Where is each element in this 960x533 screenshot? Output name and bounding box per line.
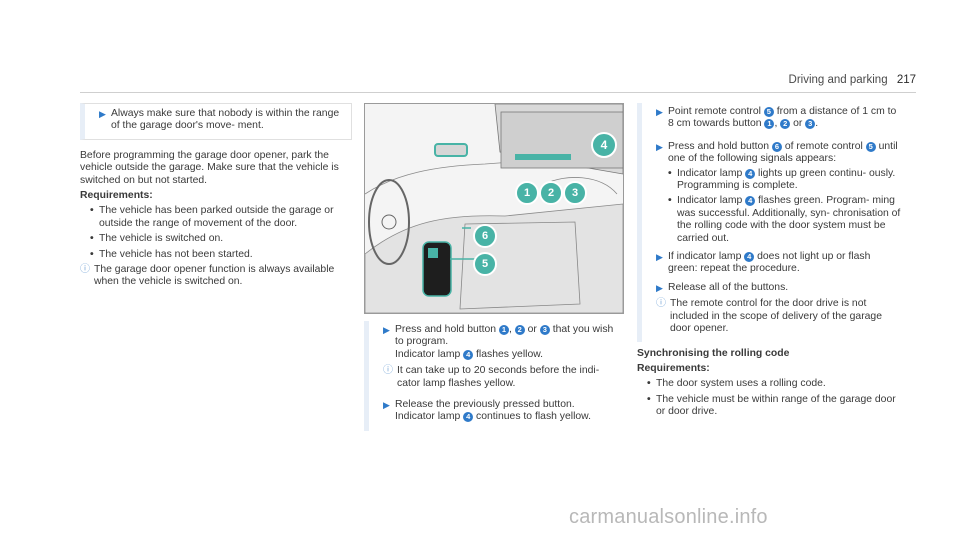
button-6-badge: 6: [771, 141, 782, 152]
info-icon: ⓘ: [656, 298, 666, 310]
callout-4: 4: [591, 132, 617, 158]
intro-paragraph: Before programming the garage door opene…: [80, 149, 339, 186]
step-release-all: ▶ Release all of the buttons.: [656, 281, 789, 293]
page-number: 217: [896, 74, 916, 86]
bullet-icon: •: [90, 233, 94, 245]
button-1-badge: 1: [764, 119, 775, 130]
button-2-badge: 2: [514, 325, 525, 335]
remote-5-badge: 5: [763, 107, 774, 117]
requirements-heading: Requirements:: [637, 362, 710, 374]
bullet-icon: •: [668, 195, 672, 207]
callout-3: 3: [563, 181, 587, 205]
list-item: •The vehicle is switched on.: [90, 233, 224, 245]
column-right: ▶ Point remote control 5 from a distance…: [637, 103, 901, 422]
requirements-list: •The door system uses a rolling code. •T…: [637, 378, 901, 418]
arrow-right-icon: ▶: [656, 282, 663, 293]
lamp-4-badge: 4: [745, 196, 756, 207]
page-header: Driving and parking 217: [789, 74, 916, 86]
requirements-list: •The vehicle has been parked outside the…: [80, 205, 352, 261]
callout-5: 5: [473, 252, 497, 276]
requirements-heading: Requirements:: [80, 190, 153, 202]
arrow-right-icon: ▶: [383, 400, 390, 411]
info-icon: ⓘ: [383, 365, 393, 377]
warning-text: Always make sure that nobody is within t…: [111, 108, 340, 132]
callout-6: 6: [473, 224, 497, 248]
list-item: •Indicator lamp 4 lights up green contin…: [668, 167, 896, 192]
warning-step: ▶ Always make sure that nobody is within…: [99, 108, 343, 133]
arrow-right-icon: ▶: [656, 107, 663, 117]
step-if-no-light: ▶ If indicator lamp 4 does not light up …: [656, 251, 871, 275]
bullet-icon: •: [668, 167, 672, 179]
button-1-badge: 1: [498, 325, 509, 335]
watermark-text: carmanualsonline.info: [569, 506, 768, 528]
bullet-icon: •: [90, 205, 94, 217]
list-item: •The door system uses a rolling code.: [647, 378, 826, 390]
arrow-right-icon: ▶: [656, 141, 663, 152]
button-3-badge: 3: [805, 119, 816, 130]
header-rule: [80, 92, 916, 93]
steps-block: ▶ Point remote control 5 from a distance…: [637, 103, 901, 342]
list-item: •Indicator lamp 4 flashes green. Program…: [668, 195, 901, 244]
lamp-4-badge: 4: [744, 252, 755, 263]
button-3-badge: 3: [539, 325, 550, 335]
list-item: •The vehicle must be within range of the…: [647, 393, 896, 418]
lamp-4-badge: 4: [463, 349, 474, 360]
arrow-right-icon: ▶: [99, 109, 106, 119]
column-middle: ▶ Press and hold button 1, 2 or 3 that y…: [364, 321, 622, 431]
step-release: ▶ Release the previously pressed button.…: [383, 399, 591, 423]
bullet-icon: •: [647, 393, 651, 405]
warning-box: ▶ Always make sure that nobody is within…: [80, 103, 352, 140]
info-note: ⓘ The remote control for the door drive …: [656, 298, 882, 335]
sync-heading: Synchronising the rolling code: [637, 347, 790, 359]
bullet-icon: •: [90, 248, 94, 260]
lamp-4-badge: 4: [745, 168, 756, 179]
bullet-icon: •: [647, 378, 651, 390]
signals-list: •Indicator lamp 4 lights up green contin…: [668, 168, 901, 245]
info-note: ⓘ It can take up to 20 seconds before th…: [383, 365, 600, 389]
arrow-right-icon: ▶: [656, 252, 663, 263]
steps-block: ▶ Press and hold button 1, 2 or 3 that y…: [364, 321, 622, 431]
list-item: •The vehicle has been parked outside the…: [90, 205, 334, 229]
callout-2: 2: [539, 181, 563, 205]
info-note: ⓘ The garage door opener function is alw…: [80, 264, 335, 288]
arrow-right-icon: ▶: [383, 325, 390, 335]
step-press-hold: ▶ Press and hold button 1, 2 or 3 that y…: [383, 324, 614, 360]
car-interior-illustration: [365, 104, 623, 313]
section-title: Driving and parking: [788, 74, 888, 86]
lamp-4-badge: 4: [463, 412, 474, 423]
illustration: 4 1 2 3 6 5: [364, 103, 624, 314]
list-item: •The vehicle has not been started.: [90, 248, 253, 260]
step-point-remote: ▶ Point remote control 5 from a distance…: [656, 106, 897, 130]
step-press-remote: ▶ Press and hold button 6 of remote cont…: [656, 140, 901, 245]
info-icon: ⓘ: [80, 264, 90, 276]
column-left: ▶ Always make sure that nobody is within…: [80, 103, 352, 292]
button-2-badge: 2: [780, 119, 791, 130]
remote-5-badge: 5: [865, 141, 876, 152]
callout-1: 1: [515, 181, 539, 205]
